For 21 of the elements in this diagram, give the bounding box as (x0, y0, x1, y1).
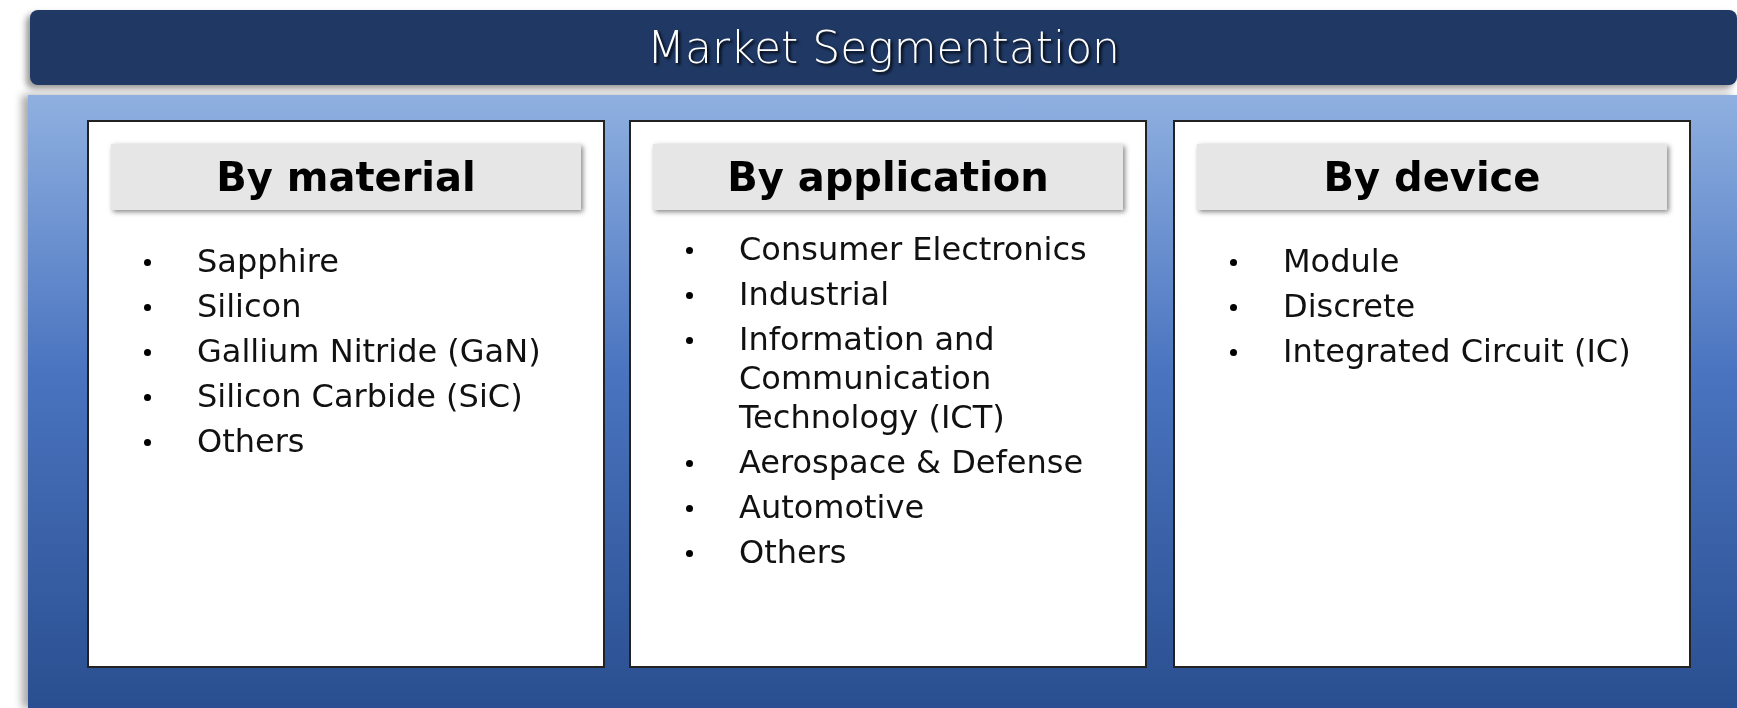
list-item: Consumer Electronics (739, 230, 1087, 269)
list-item: Sapphire (197, 242, 339, 281)
list-item: Information and Communication Technology (ICT) (739, 320, 1006, 437)
list-item: Automotive (739, 488, 925, 527)
title: Market Segmentation (647, 22, 1120, 73)
list-item: Others (197, 422, 305, 461)
list-item: Integrated Circuit (IC) (1283, 332, 1631, 371)
list-item: Silicon (197, 287, 302, 326)
segment-card (87, 120, 605, 668)
category-heading: By material (111, 144, 581, 210)
category-heading: By device (1197, 144, 1667, 210)
list-item: Gallium Nitride (GaN) (197, 332, 541, 371)
list-item: Aerospace & Defense (739, 443, 1084, 482)
list-item: Silicon Carbide (SiC) (197, 377, 523, 416)
segment-card (629, 120, 1147, 668)
list-item: Others (739, 533, 847, 572)
list-item: Module (1283, 242, 1400, 281)
list-item: Discrete (1283, 287, 1416, 326)
category-heading: By application (653, 144, 1123, 210)
segment-card (1173, 120, 1691, 668)
list-item: Industrial (739, 275, 890, 314)
